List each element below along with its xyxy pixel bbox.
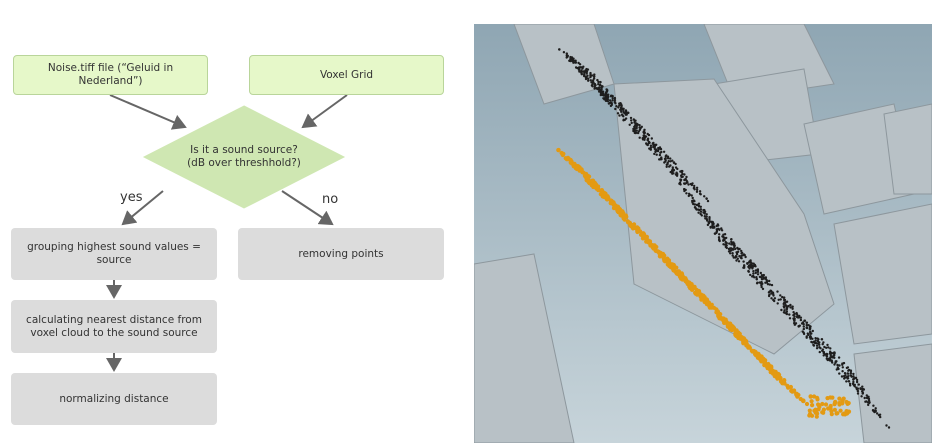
input-noise-label: Noise.tiff file (“Geluid in Nederland”) [47,62,174,87]
arrow-noise-to-decision [109,94,187,130]
buildings [474,24,932,443]
step-grouping: grouping highest sound values = source [11,228,217,280]
input-voxel-grid: Voxel Grid [249,55,444,95]
arrow-no [281,190,334,226]
voxel-cloud-dark [558,48,891,429]
step-normalize-label: normalizing distance [59,392,169,405]
flowchart-connectors [106,94,348,372]
step-distance-label: calculating nearest distance from voxel … [26,313,202,339]
input-noise-file: Noise.tiff file (“Geluid in Nederland”) [13,55,208,95]
arrow-yes [121,190,164,226]
yes-label: yes [120,190,143,205]
decision-label: Is it a sound source? (dB over threshhol… [187,144,301,169]
input-voxel-label: Voxel Grid [319,68,374,81]
step-distance: calculating nearest distance from voxel … [11,300,217,353]
step-removing: removing points [238,228,444,280]
voxel-cloud-source [556,147,852,419]
arrow-voxel-to-decision [301,94,348,129]
voxel-render-image [474,24,932,443]
step-removing-label: removing points [298,247,384,260]
step-grouping-label: grouping highest sound values = source [27,241,201,266]
decision-diamond [142,105,346,209]
no-label: no [322,192,339,207]
step-normalize: normalizing distance [11,373,217,425]
decision-text: Is it a sound source? (dB over threshhol… [164,140,324,174]
